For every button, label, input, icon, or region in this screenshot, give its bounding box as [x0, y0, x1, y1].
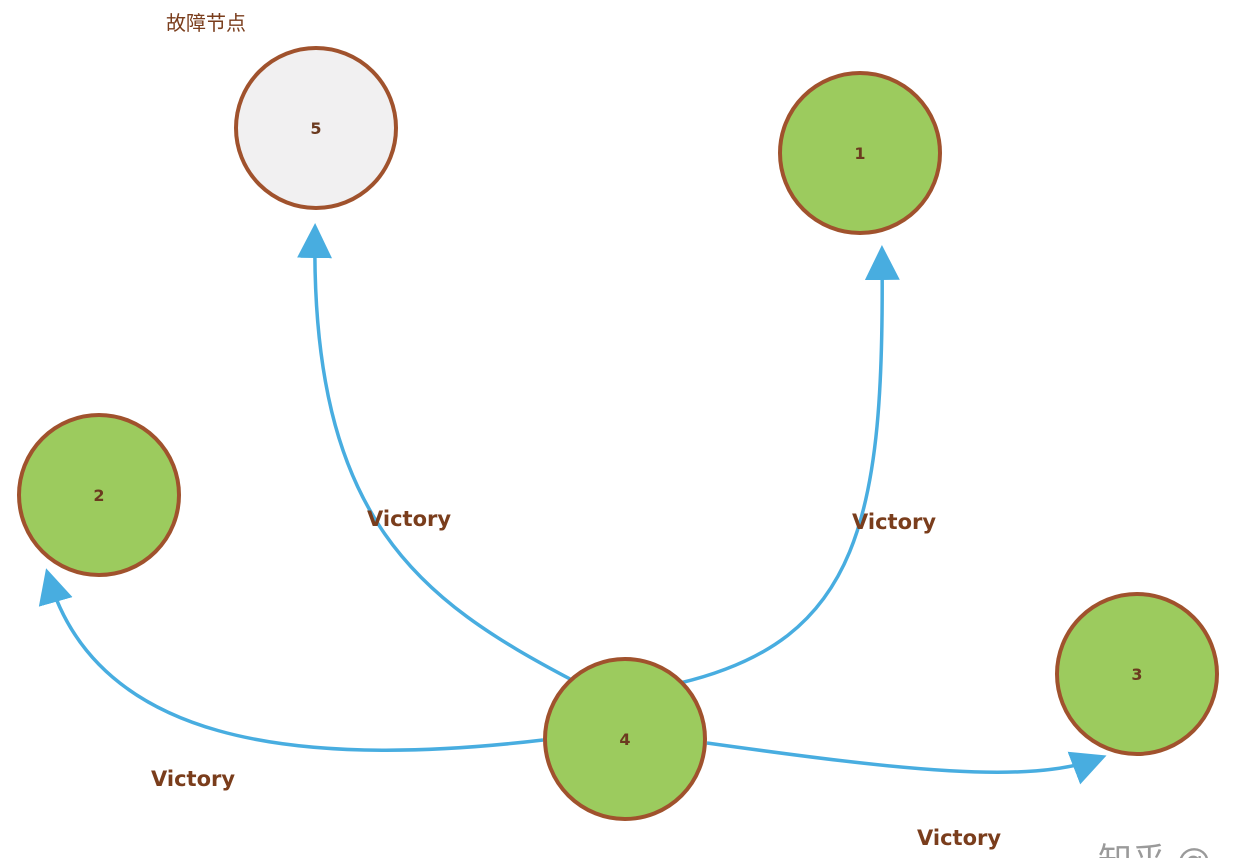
fault-node-caption: 故障节点 [166, 11, 246, 35]
node-3: 3 [1055, 592, 1219, 756]
node-3-label: 3 [1131, 665, 1142, 684]
edge-label: Victory [852, 510, 936, 534]
node-2: 2 [17, 413, 181, 577]
edge-4-to-5: Victory [297, 223, 573, 682]
edge-label: Victory [367, 507, 451, 531]
node-1: 1 [778, 71, 942, 235]
node-5-circle [234, 46, 398, 210]
edge-4-to-1: Victory [679, 245, 936, 685]
node-5-label: 5 [310, 119, 321, 138]
node-2-label: 2 [93, 486, 104, 505]
node-1-circle [778, 71, 942, 235]
watermark: 知乎 @ [1098, 841, 1211, 858]
edge-label: Victory [917, 826, 1001, 850]
node-4: 4 [543, 657, 707, 821]
node-5: 5 [234, 46, 398, 210]
edge-4-to-3: Victory [706, 741, 1107, 850]
node-2-circle [17, 413, 181, 577]
node-3-circle [1055, 592, 1219, 756]
edge-4-to-2: Victory [38, 568, 544, 791]
edge-label: Victory [151, 767, 235, 791]
node-4-label: 4 [619, 730, 630, 749]
node-4-circle [543, 657, 707, 821]
node-1-label: 1 [854, 144, 865, 163]
